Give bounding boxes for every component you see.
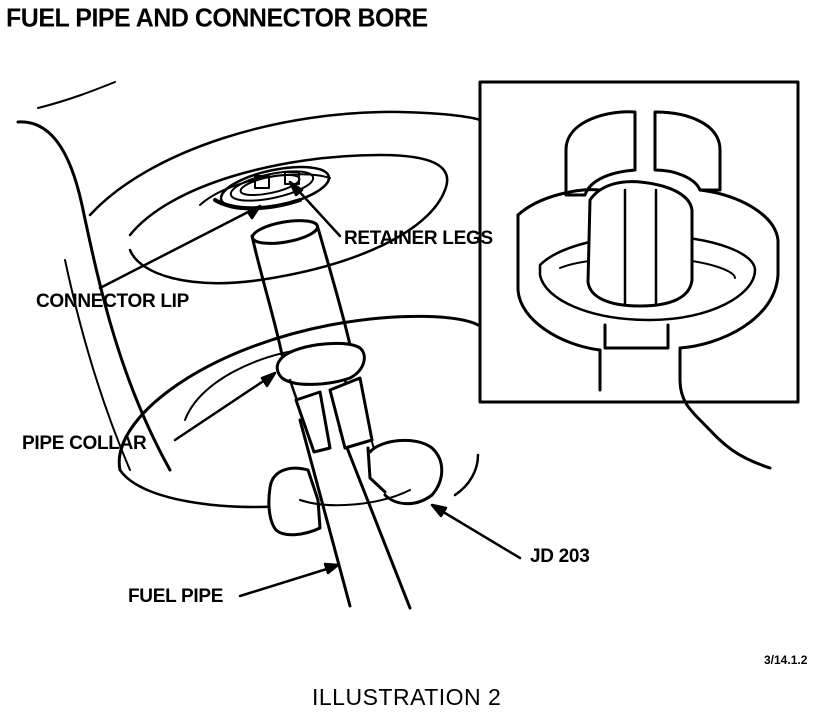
reference-number: 3/14.1.2 (764, 653, 808, 667)
leader-lines (98, 180, 522, 598)
fuel-pipe-drawing (250, 219, 412, 610)
jd203-tool (267, 376, 444, 537)
leader-connector-lip (98, 208, 254, 290)
tank-housing (16, 81, 482, 472)
leader-retainer-legs (294, 186, 342, 238)
diagram-title: FUEL PIPE AND CONNECTOR BORE (6, 3, 428, 33)
illustration-caption: ILLUSTRATION 2 (312, 684, 502, 710)
connector-bore (128, 153, 449, 285)
leader-pipe-collar (173, 376, 270, 442)
inset-detail (478, 80, 800, 470)
jd203-label: JD 203 (530, 546, 590, 567)
leader-jd203 (438, 508, 522, 560)
pipe-collar-label: PIPE COLLAR (22, 433, 147, 454)
connector-lip-label: CONNECTOR LIP (36, 291, 190, 312)
retainer-legs-label: RETAINER LEGS (344, 228, 493, 249)
leader-fuel-pipe (238, 566, 332, 598)
fuel-pipe-label: FUEL PIPE (128, 586, 224, 607)
